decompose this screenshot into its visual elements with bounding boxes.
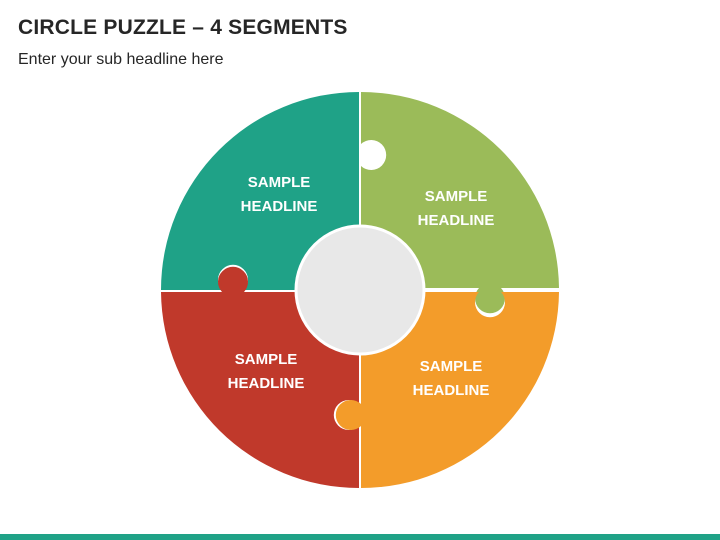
segment-label-bottom-left: SAMPLE HEADLINE	[191, 348, 341, 396]
segment-label-line1: SAMPLE	[424, 188, 488, 205]
slide-title: CIRCLE PUZZLE – 4 SEGMENTS	[18, 16, 348, 39]
segment-label-line2: HEADLINE	[417, 212, 495, 229]
segment-label-line1: SAMPLE	[234, 351, 298, 368]
segment-label-bottom-right: SAMPLE HEADLINE	[376, 355, 526, 403]
footer-accent-bar	[0, 534, 720, 540]
segment-label-top-left: SAMPLE HEADLINE	[204, 171, 354, 219]
segment-label-line2: HEADLINE	[227, 375, 305, 392]
center-circle	[294, 224, 426, 356]
segment-label-line2: HEADLINE	[412, 382, 490, 399]
segment-label-line1: SAMPLE	[419, 358, 483, 375]
segment-label-line1: SAMPLE	[247, 174, 311, 191]
puzzle-piece-top-left	[161, 92, 359, 290]
segment-label-top-right: SAMPLE HEADLINE	[381, 185, 531, 233]
segment-label-line2: HEADLINE	[240, 198, 318, 215]
slide-subtitle: Enter your sub headline here	[18, 51, 224, 68]
